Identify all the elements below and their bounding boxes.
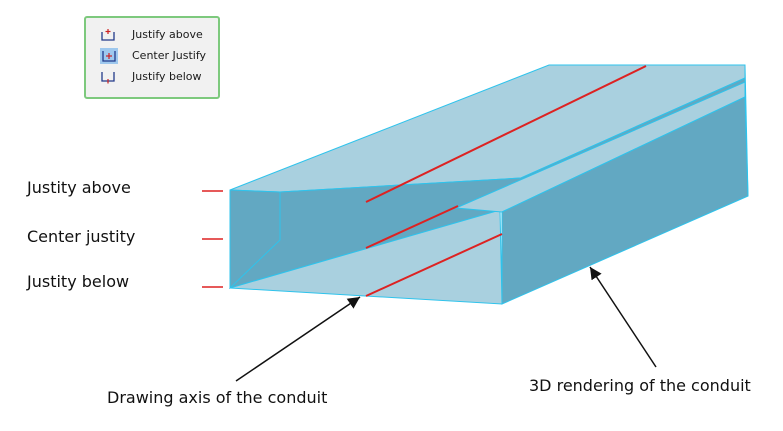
axis-callout-arrow: [235, 296, 361, 382]
justify-above-icon: [100, 26, 122, 43]
conduit-left-end-face: [229, 189, 281, 290]
caption-drawing-axis: Drawing axis of the conduit: [107, 388, 328, 407]
axis-line-below: [365, 233, 503, 297]
center-justify-icon: [100, 47, 122, 64]
menu-item-label: Justify below: [132, 70, 202, 83]
justify-below-icon: [100, 68, 122, 85]
menu-item-label: Justify above: [132, 28, 203, 41]
label-center-justify: Center justity: [27, 227, 136, 246]
label-justify-above: Justity above: [27, 178, 131, 197]
menu-item-label: Center Justify: [132, 49, 207, 62]
axis-line-above: [365, 65, 647, 203]
menu-item-justify-above[interactable]: Justify above: [86, 24, 218, 45]
label-justify-below: Justity below: [27, 272, 130, 291]
justification-menu: Justify above Center Justify Justify b: [84, 16, 220, 99]
caption-3d-rendering: 3D rendering of the conduit: [529, 376, 751, 395]
axis-line-center: [365, 205, 459, 249]
rendering-callout-arrow: [589, 266, 657, 368]
menu-item-justify-below[interactable]: Justify below: [86, 66, 218, 87]
menu-item-center-justify[interactable]: Center Justify: [86, 45, 218, 66]
back-conduit-far-edge: [744, 64, 749, 197]
